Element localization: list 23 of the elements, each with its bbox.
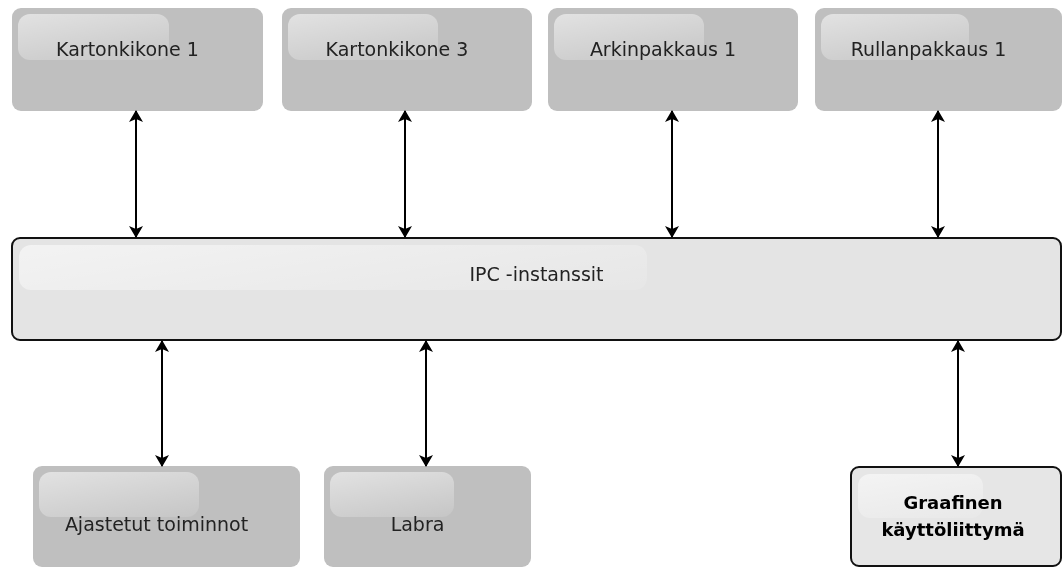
node-label: Kartonkikone 1 (56, 36, 199, 62)
process-box (12, 8, 263, 111)
node-label: Graafinen käyttöliittymä (880, 491, 1026, 542)
double-arrow (665, 110, 679, 238)
node-label: Ajastetut toiminnot (64, 511, 249, 537)
node-label: Kartonkikone 3 (325, 36, 469, 62)
double-arrow (419, 340, 433, 467)
process-box (282, 8, 532, 111)
process-box (548, 8, 798, 111)
process-box (33, 466, 300, 567)
double-arrow (398, 110, 412, 238)
double-arrow (931, 110, 945, 238)
double-arrow (129, 110, 143, 238)
process-box (11, 237, 1062, 341)
process-box (324, 466, 531, 567)
double-arrow (155, 340, 169, 467)
double-arrow (951, 340, 965, 467)
node-label: Labra (390, 511, 445, 537)
process-box (850, 466, 1062, 567)
node-label: Arkinpakkaus 1 (589, 36, 737, 62)
node-label: IPC -instanssit (469, 262, 604, 288)
process-box (815, 8, 1062, 111)
node-label: Rullanpakkaus 1 (850, 36, 1007, 62)
